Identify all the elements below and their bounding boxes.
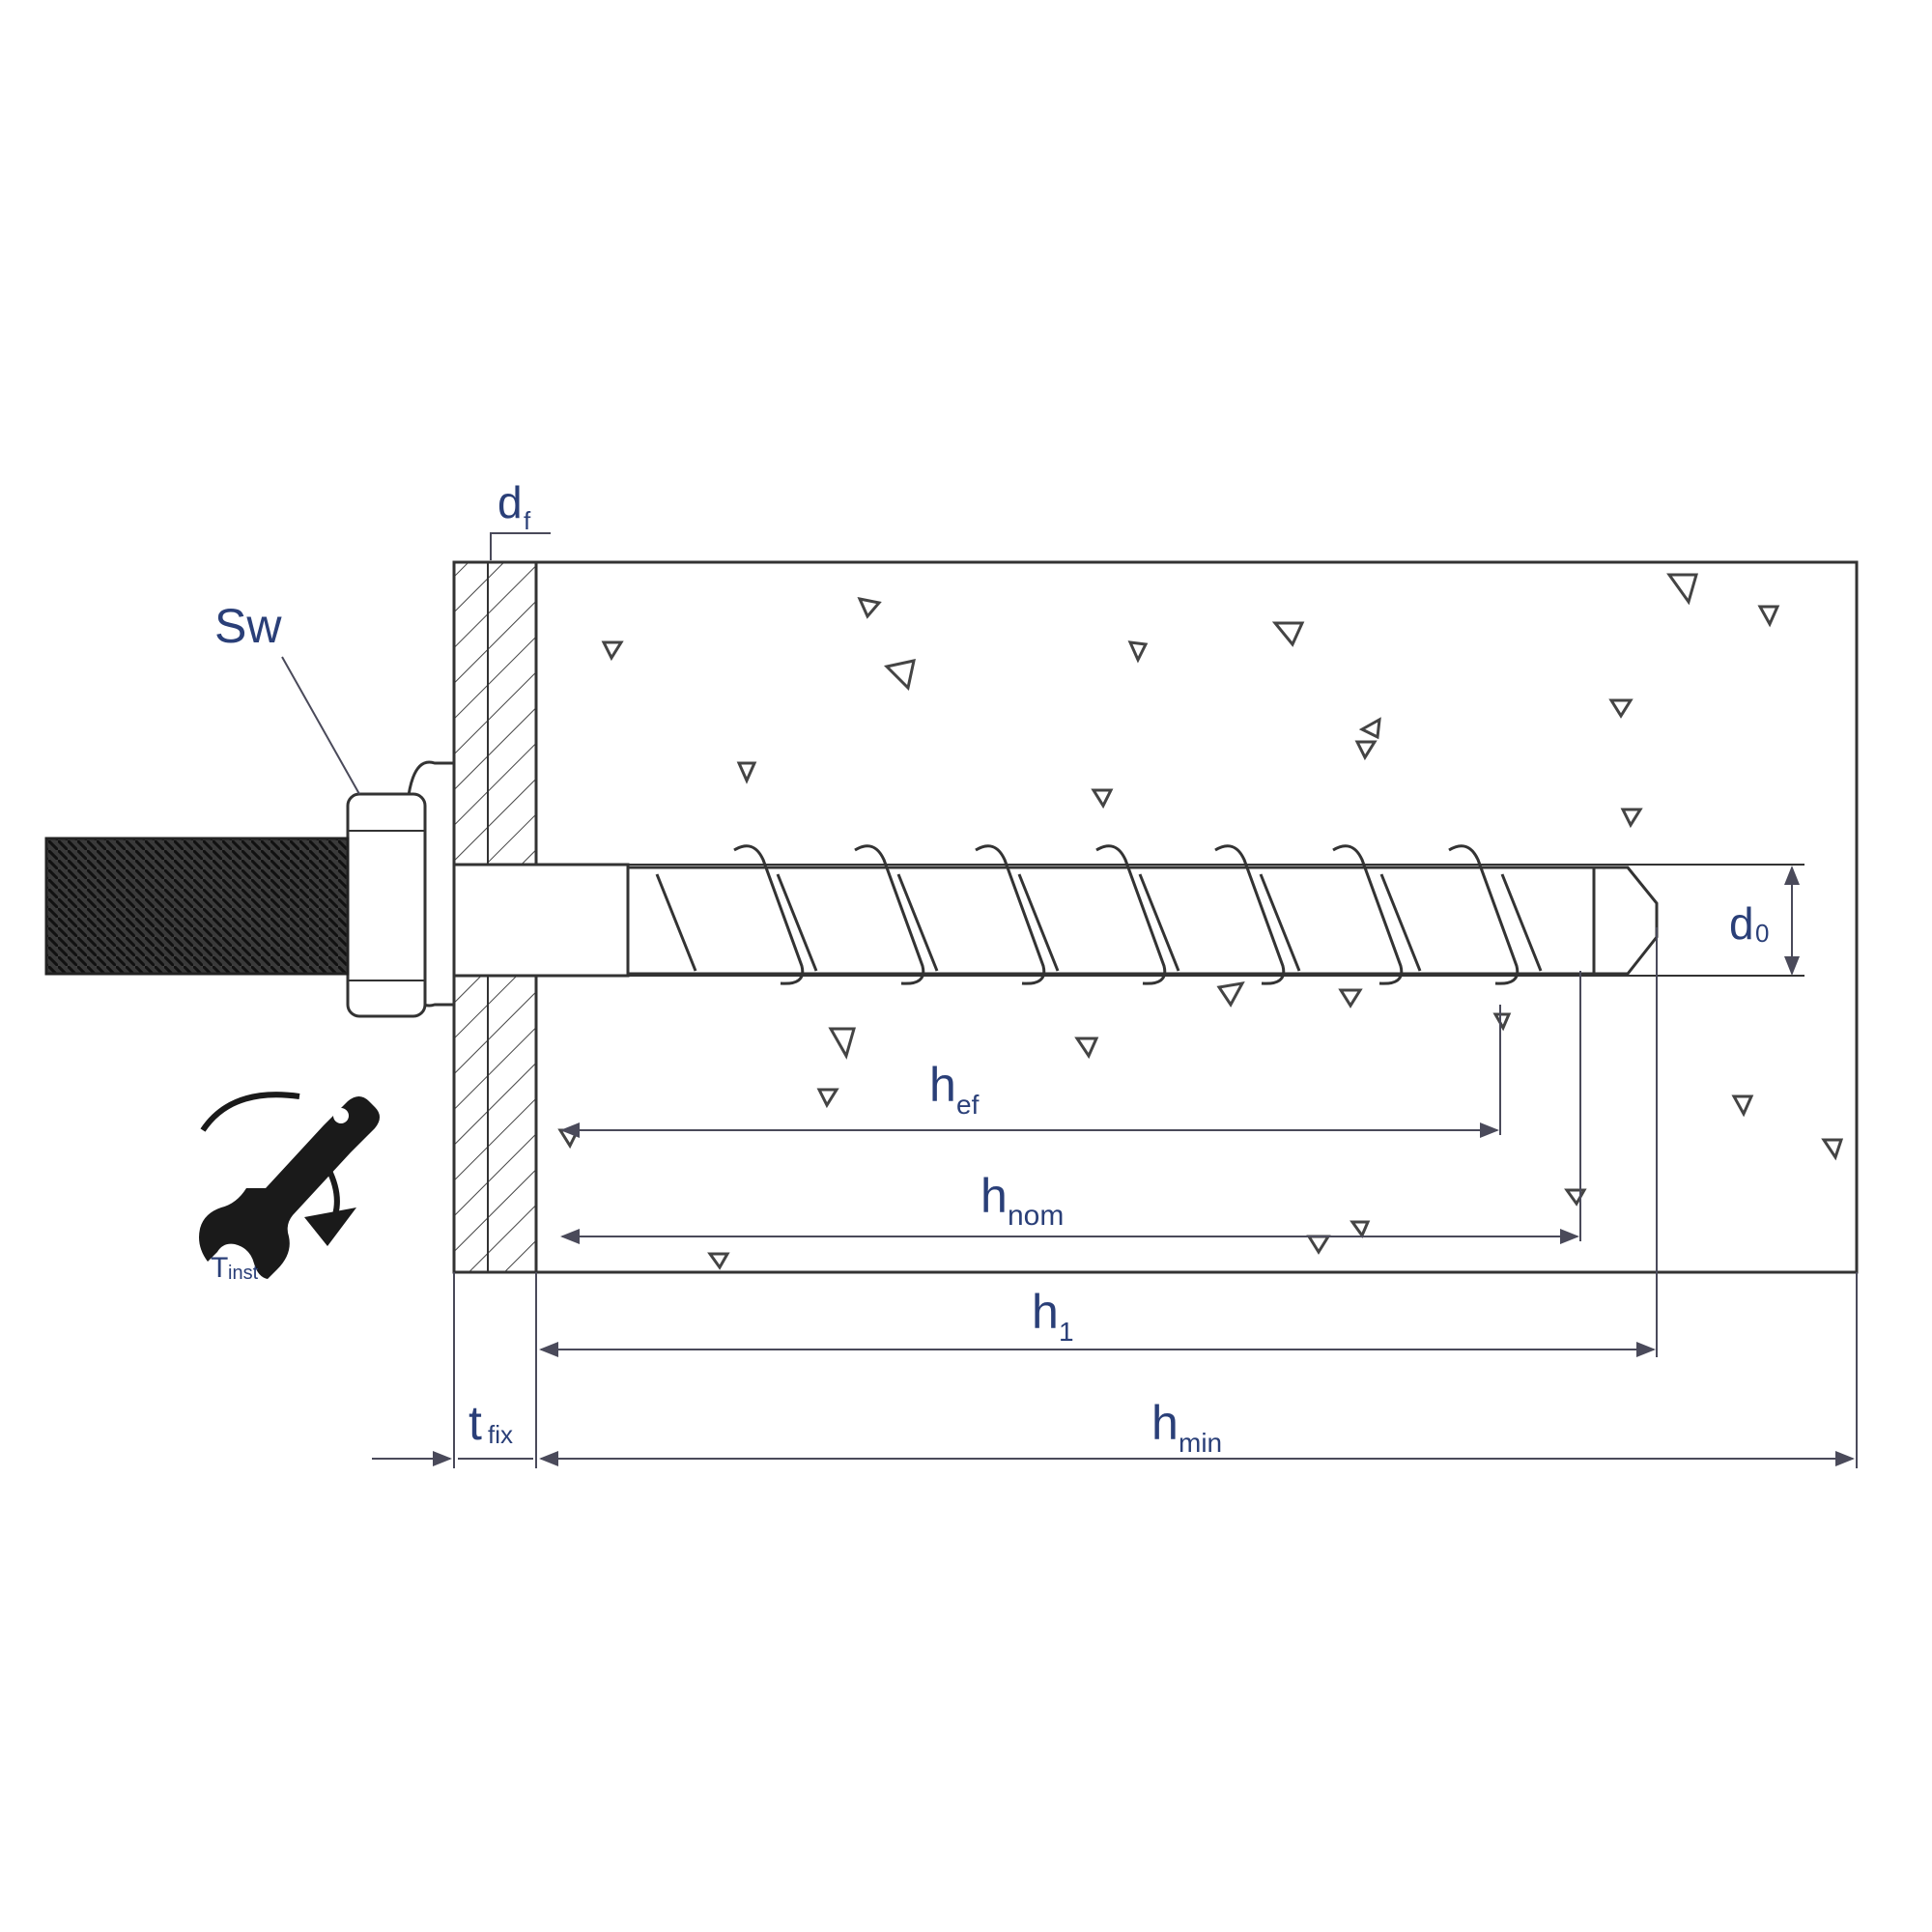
label-d-f: d	[497, 477, 523, 527]
label-h-1-sub: 1	[1059, 1317, 1074, 1347]
label-h-ef: h	[929, 1058, 956, 1112]
label-h-nom-sub: nom	[1008, 1200, 1064, 1232]
label-t-fix-sub: fix	[488, 1420, 513, 1449]
screw-threads	[655, 844, 1543, 985]
label-torque-sub: inst	[228, 1263, 259, 1284]
label-h-min-sub: min	[1179, 1428, 1222, 1458]
screw-body	[626, 866, 1596, 976]
label-h-nom: h	[980, 1169, 1008, 1223]
label-h-1: h	[1032, 1285, 1059, 1339]
hex-head	[346, 792, 427, 1018]
label-torque: T	[211, 1252, 228, 1284]
label-d-f-sub: f	[524, 506, 531, 535]
label-d-0-sub: 0	[1755, 919, 1769, 948]
wrench-icon	[199, 1096, 380, 1279]
label-sw: Sw	[214, 599, 282, 653]
concrete-aggregate	[557, 573, 1844, 1270]
label-h-min: h	[1151, 1396, 1179, 1450]
screw-shank	[452, 863, 630, 978]
label-t-fix: t	[469, 1396, 482, 1450]
label-d-0: d	[1729, 898, 1754, 949]
label-h-ef-sub: ef	[956, 1090, 980, 1120]
threaded-stud	[44, 837, 350, 976]
rotation-arrow-icon	[200, 1092, 356, 1246]
